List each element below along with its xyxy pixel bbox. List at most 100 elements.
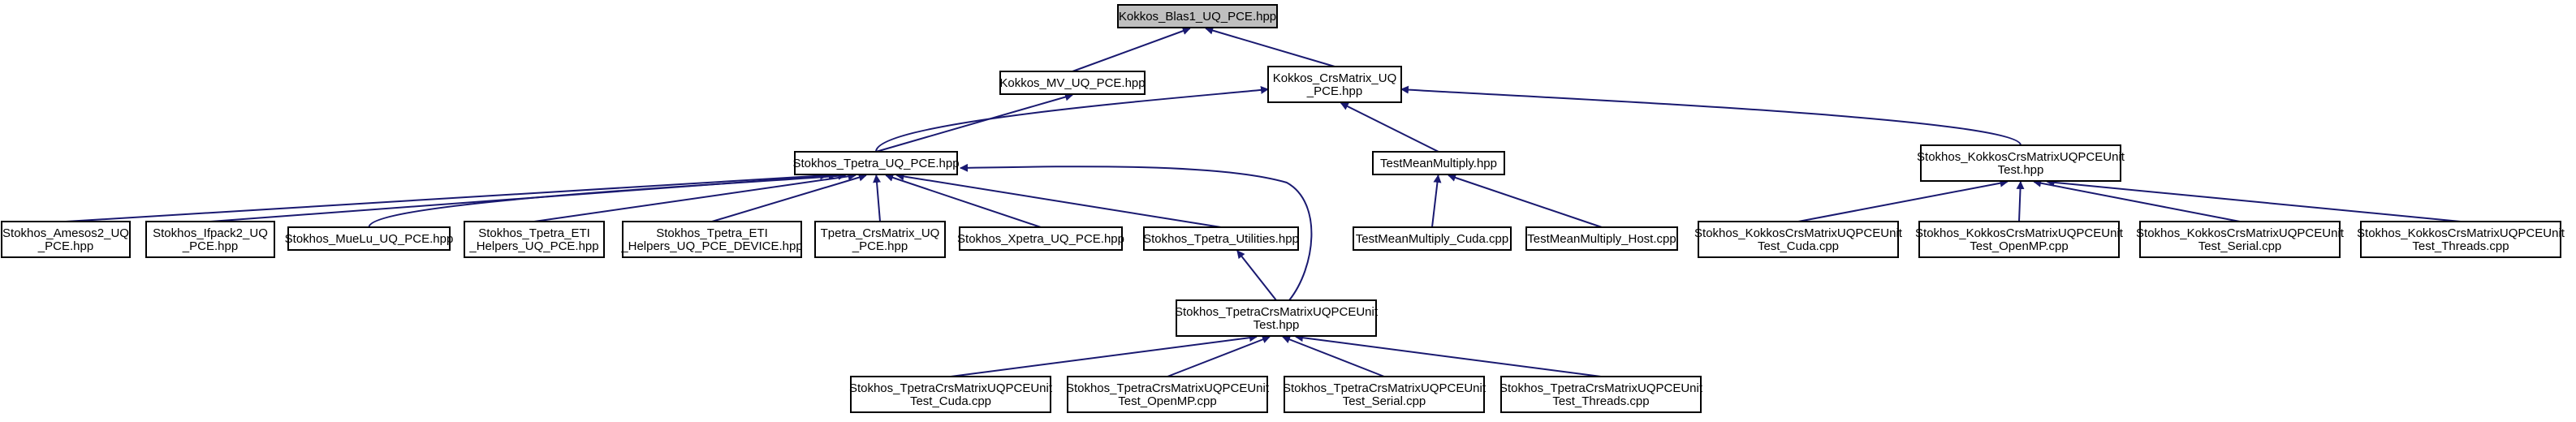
node-label: _Helpers_UQ_PCE_DEVICE.hpp	[620, 239, 802, 253]
node-stokhos-muelu-uq-pce-hpp[interactable]: Stokhos_MueLu_UQ_PCE.hpp	[285, 226, 454, 251]
node-box	[2360, 221, 2561, 258]
node-box	[145, 221, 275, 258]
node-label: _PCE.hpp	[1306, 84, 1362, 98]
node-label: Test_Threads.cpp	[2412, 239, 2509, 253]
edge-n4-to-n2	[1340, 102, 1439, 153]
node-box	[1698, 221, 1899, 258]
node-box	[1920, 144, 2121, 182]
edge-n8-to-n3	[368, 171, 847, 228]
node-label: Tpetra_CrsMatrix_UQ	[821, 226, 940, 240]
node-label: Test_Cuda.cpp	[910, 394, 991, 408]
node-box	[1525, 226, 1678, 251]
node-box	[1284, 376, 1485, 413]
node-stokhos-tpetracrsmatrixuqpceunittest-threads-cpp[interactable]: Stokhos_TpetraCrsMatrixUQPCEUnitTest_Thr…	[1499, 376, 1703, 413]
edge-n5-to-n2	[1400, 85, 2022, 146]
node-stokhos-kokkoscrsmatrixuqpceunittest-cuda-cpp[interactable]: Stokhos_KokkosCrsMatrixUQPCEUnitTest_Cud…	[1694, 221, 1903, 258]
node-box	[1143, 226, 1299, 251]
node-box	[1176, 299, 1377, 337]
node-label: Stokhos_KokkosCrsMatrixUQPCEUnit	[1915, 226, 2124, 240]
node-label: Stokhos_KokkosCrsMatrixUQPCEUnit	[2357, 226, 2565, 240]
node-box	[2139, 221, 2341, 258]
edge-n20-to-n5	[2046, 178, 2462, 222]
node-label: TestMeanMultiply_Host.cpp	[1527, 232, 1676, 246]
node-box	[959, 226, 1123, 251]
node-kokkos-mv-uq-pce-hpp[interactable]: Kokkos_MV_UQ_PCE.hpp	[999, 71, 1146, 95]
node-label: Test_Threads.cpp	[1552, 394, 1649, 408]
node-label: Test_Serial.cpp	[1343, 394, 1426, 408]
node-label: Kokkos_Blas1_UQ_PCE.hpp	[1119, 10, 1276, 24]
edge-n24-to-n14	[1295, 334, 1602, 377]
node-label: Stokhos_MueLu_UQ_PCE.hpp	[285, 232, 454, 246]
node-label: TestMeanMultiply.hpp	[1380, 157, 1497, 170]
node-kokkos-crsmatrix-uq-pce-hpp[interactable]: Kokkos_CrsMatrix_UQ_PCE.hpp	[1267, 66, 1402, 103]
node-box	[287, 226, 451, 251]
edge-n18-to-n5	[2016, 181, 2025, 222]
node-stokhos-tpetracrsmatrixuqpceunittest-cuda-cpp[interactable]: Stokhos_TpetraCrsMatrixUQPCEUnitTest_Cud…	[849, 376, 1053, 413]
node-label: Stokhos_TpetraCrsMatrixUQPCEUnit	[849, 381, 1053, 395]
node-label: Stokhos_TpetraCrsMatrixUQPCEUnit	[1175, 305, 1379, 319]
node-label: Stokhos_Tpetra_ETI	[656, 226, 768, 240]
node-tpetra-crsmatrix-uq-pce-hpp[interactable]: Tpetra_CrsMatrix_UQ_PCE.hpp	[814, 221, 946, 258]
node-label: Stokhos_TpetraCrsMatrixUQPCEUnit	[1499, 381, 1703, 395]
node-box	[850, 376, 1051, 413]
node-box	[1372, 151, 1505, 175]
edge-n6-to-n3	[65, 171, 829, 222]
node-stokhos-tpetra-eti-helpers-uq-pce-hpp[interactable]: Stokhos_Tpetra_ETI_Helpers_UQ_PCE.hpp	[464, 221, 605, 258]
node-box	[814, 221, 946, 258]
node-label: Test_Cuda.cpp	[1758, 239, 1839, 253]
edge-n11-to-n3	[873, 174, 882, 222]
node-stokhos-tpetra-eti-helpers-uq-pce-device-hpp[interactable]: Stokhos_Tpetra_ETI_Helpers_UQ_PCE_DEVICE…	[620, 221, 803, 258]
node-label: Stokhos_KokkosCrsMatrixUQPCEUnit	[2136, 226, 2345, 240]
node-box	[794, 151, 958, 175]
node-label: Stokhos_Tpetra_ETI	[478, 226, 590, 240]
edge-n23-to-n14	[1282, 335, 1385, 377]
node-label: Test.hpp	[1253, 318, 1300, 332]
node-label: Test.hpp	[1998, 163, 2044, 177]
node-stokhos-tpetra-utilities-hpp[interactable]: Stokhos_Tpetra_Utilities.hpp	[1143, 226, 1299, 251]
node-box	[1117, 4, 1278, 28]
edge-n12-to-n3	[885, 174, 1042, 228]
node-box	[1500, 376, 1702, 413]
node-stokhos-tpetracrsmatrixuqpceunittest-openmp-cpp[interactable]: Stokhos_TpetraCrsMatrixUQPCEUnitTest_Ope…	[1066, 376, 1270, 413]
node-stokhos-ifpack2-uq-pce-hpp[interactable]: Stokhos_Ifpack2_UQ_PCE.hpp	[145, 221, 275, 258]
nodes-layer: Kokkos_Blas1_UQ_PCE.hppKokkos_MV_UQ_PCE.…	[1, 4, 2565, 413]
node-box	[622, 221, 802, 258]
edge-n15-to-n4	[1431, 174, 1442, 228]
node-stokhos-xpetra-uq-pce-hpp[interactable]: Stokhos_Xpetra_UQ_PCE.hpp	[957, 226, 1124, 251]
node-label: _PCE.hpp	[852, 239, 908, 253]
node-label: _Helpers_UQ_PCE.hpp	[468, 239, 598, 253]
node-label: Stokhos_KokkosCrsMatrixUQPCEUnit	[1917, 150, 2125, 164]
node-stokhos-kokkoscrsmatrixuqpceunittest-serial-cpp[interactable]: Stokhos_KokkosCrsMatrixUQPCEUnitTest_Ser…	[2136, 221, 2345, 258]
node-stokhos-tpetra-uq-pce-hpp[interactable]: Stokhos_Tpetra_UQ_PCE.hpp	[792, 151, 960, 175]
node-box	[1353, 226, 1512, 251]
node-stokhos-kokkoscrsmatrixuqpceunittest-threads-cpp[interactable]: Stokhos_KokkosCrsMatrixUQPCEUnitTest_Thr…	[2357, 221, 2565, 258]
edges-layer	[65, 26, 2462, 377]
node-box	[1, 221, 131, 258]
edge-n1-to-n0	[1072, 27, 1191, 72]
edge-n14-to-n3	[960, 163, 1313, 301]
node-label: _PCE.hpp	[182, 239, 238, 253]
edge-n14-to-n13	[1236, 250, 1277, 301]
node-box	[1267, 66, 1402, 103]
edge-n9-to-n3	[533, 172, 857, 222]
node-stokhos-kokkoscrsmatrixuqpceunittest-openmp-cpp[interactable]: Stokhos_KokkosCrsMatrixUQPCEUnitTest_Ope…	[1915, 221, 2124, 258]
node-testmeanmultiply-hpp[interactable]: TestMeanMultiply.hpp	[1372, 151, 1505, 175]
edge-n16-to-n4	[1448, 174, 1603, 228]
edge-n22-to-n14	[1167, 335, 1271, 377]
node-kokkos-blas1-uq-pce-hpp[interactable]: Kokkos_Blas1_UQ_PCE.hpp	[1117, 4, 1278, 28]
node-stokhos-tpetracrsmatrixuqpceunittest-serial-cpp[interactable]: Stokhos_TpetraCrsMatrixUQPCEUnitTest_Ser…	[1283, 376, 1486, 413]
node-label: Stokhos_Amesos2_UQ	[2, 226, 129, 240]
node-box	[1918, 221, 2120, 258]
node-label: Stokhos_Xpetra_UQ_PCE.hpp	[957, 232, 1124, 246]
node-stokhos-amesos2-uq-pce-hpp[interactable]: Stokhos_Amesos2_UQ_PCE.hpp	[1, 221, 131, 258]
node-testmeanmultiply-cuda-cpp[interactable]: TestMeanMultiply_Cuda.cpp	[1353, 226, 1512, 251]
node-label: Stokhos_TpetraCrsMatrixUQPCEUnit	[1066, 381, 1270, 395]
node-label: Stokhos_KokkosCrsMatrixUQPCEUnit	[1694, 226, 1903, 240]
node-testmeanmultiply-host-cpp[interactable]: TestMeanMultiply_Host.cpp	[1525, 226, 1678, 251]
node-label: Test_OpenMP.cpp	[1970, 239, 2068, 253]
node-label: Kokkos_CrsMatrix_UQ	[1273, 71, 1397, 85]
node-label: Test_OpenMP.cpp	[1118, 394, 1216, 408]
